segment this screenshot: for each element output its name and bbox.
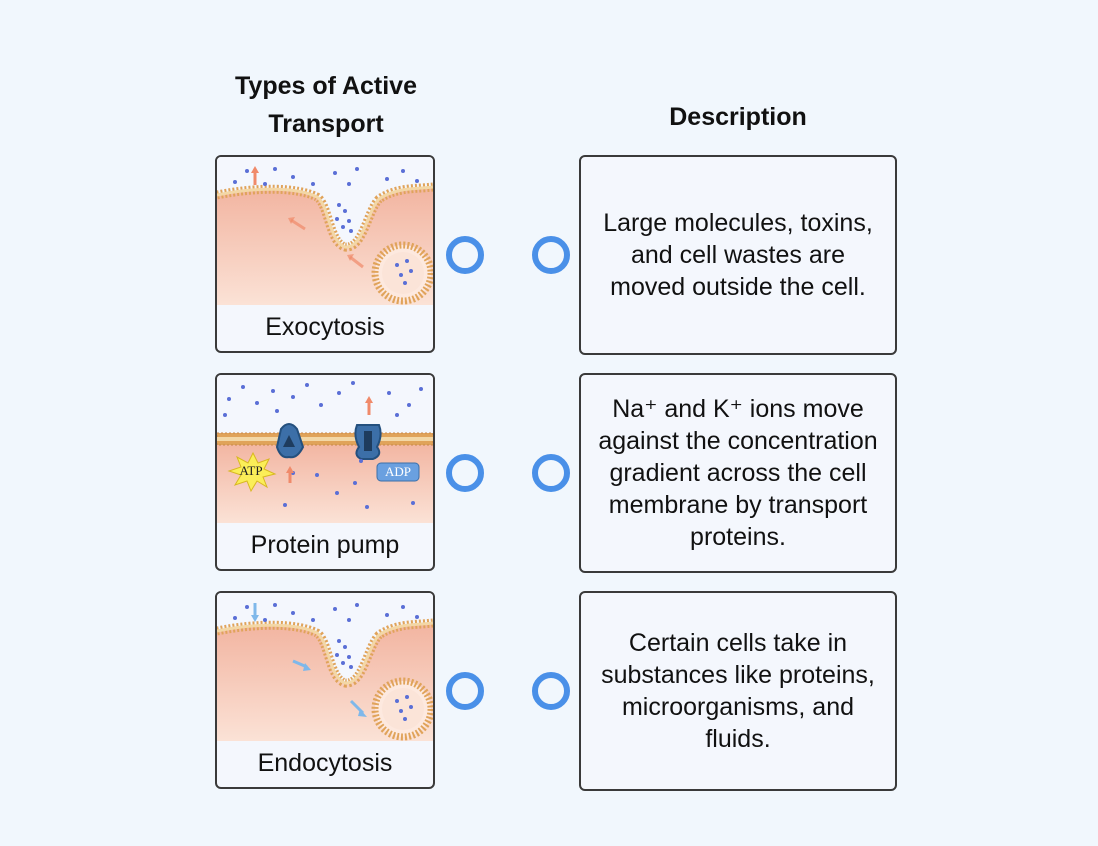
atp-starburst-icon bbox=[227, 451, 277, 493]
pump-protein-icon bbox=[275, 423, 305, 459]
description-card-3[interactable]: Certain cells take in substances like pr… bbox=[579, 591, 897, 791]
description-column-header: Description bbox=[669, 103, 807, 131]
exocytosis-illustration bbox=[217, 157, 433, 305]
type-caption: Protein pump bbox=[250, 531, 400, 559]
pump-protein-open-icon bbox=[354, 424, 382, 460]
description-card-1[interactable]: Large molecules, toxins, and cell wastes… bbox=[579, 155, 897, 355]
match-point-left-1[interactable] bbox=[446, 236, 484, 274]
match-point-right-1[interactable] bbox=[532, 236, 570, 274]
type-caption: Endocytosis bbox=[257, 749, 393, 777]
type-card-protein-pump[interactable]: ATP ADP Protein pump bbox=[215, 373, 435, 571]
atp-label: ATP bbox=[239, 463, 262, 478]
description-text: Na⁺ and K⁺ ions move against the concent… bbox=[598, 395, 878, 551]
endocytosis-illustration bbox=[217, 593, 433, 741]
type-caption: Exocytosis bbox=[265, 313, 385, 341]
type-card-exocytosis[interactable]: Exocytosis bbox=[215, 155, 435, 353]
description-text: Large molecules, toxins, and cell wastes… bbox=[603, 209, 873, 301]
description-card-2[interactable]: Na⁺ and K⁺ ions move against the concent… bbox=[579, 373, 897, 573]
description-text: Certain cells take in substances like pr… bbox=[601, 629, 875, 753]
match-point-left-3[interactable] bbox=[446, 672, 484, 710]
match-point-right-3[interactable] bbox=[532, 672, 570, 710]
protein-pump-illustration: ATP ADP bbox=[217, 375, 433, 523]
adp-label: ADP bbox=[385, 464, 411, 479]
match-point-left-2[interactable] bbox=[446, 454, 484, 492]
type-card-endocytosis[interactable]: Endocytosis bbox=[215, 591, 435, 789]
match-point-right-2[interactable] bbox=[532, 454, 570, 492]
types-column-header: Types of Active Transport bbox=[235, 72, 417, 138]
